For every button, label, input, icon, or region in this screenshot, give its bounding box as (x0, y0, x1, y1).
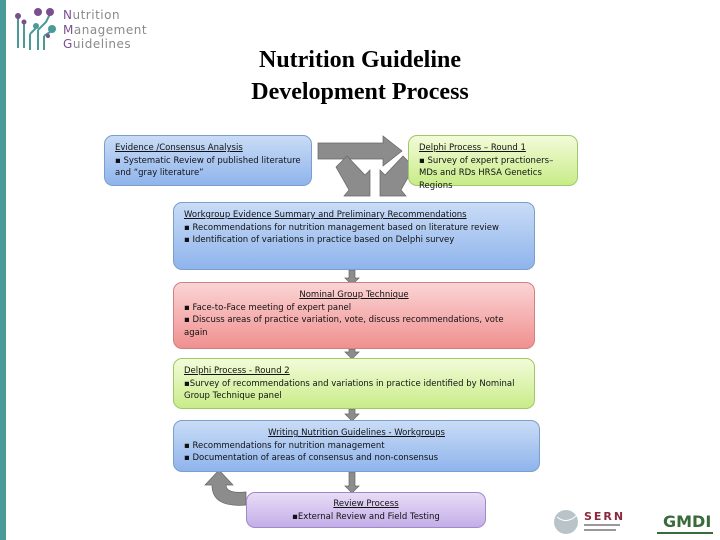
box-item: ▪External Review and Field Testing (292, 511, 440, 522)
arrow-right (317, 135, 403, 167)
svg-text:SERN: SERN (584, 510, 623, 523)
box-item: ▪ Identification of variations in practi… (184, 235, 455, 245)
box-workgroup-summary: Workgroup Evidence Summary and Prelimina… (173, 202, 535, 270)
box-delphi-round-2: Delphi Process - Round 2 ▪Survey of reco… (173, 358, 535, 409)
box-item: ▪ Discuss areas of practice variation, v… (184, 315, 504, 338)
arrow-down (344, 269, 360, 286)
arrow-down (344, 408, 360, 422)
box-writing-guidelines: Writing Nutrition Guidelines - Workgroup… (173, 420, 540, 472)
box-heading: Delphi Process – Round 1 (419, 143, 526, 153)
logo-text: Nutrition Management Guidelines (63, 8, 148, 51)
arrow-curved-return (204, 469, 247, 506)
box-heading: Delphi Process - Round 2 (184, 366, 290, 376)
box-heading: Workgroup Evidence Summary and Prelimina… (184, 210, 467, 220)
box-item: ▪ Documentation of areas of consensus an… (184, 453, 439, 463)
arrow-down-right (335, 155, 371, 197)
box-heading: Evidence /Consensus Analysis (115, 143, 243, 153)
arrow-down (344, 471, 360, 494)
box-item: ▪ Survey of expert practioners– MDs and … (419, 155, 554, 191)
box-item: ▪ Systematic Review of published literat… (115, 155, 301, 179)
arrow-down (344, 348, 360, 360)
box-delphi-round-1: Delphi Process – Round 1 ▪ Survey of exp… (408, 135, 578, 191)
box-heading: Review Process (333, 499, 399, 509)
svg-text:GMDI: GMDI (663, 512, 711, 531)
accent-bar (0, 0, 6, 540)
box-item: ▪ Recommendations for nutrition manageme… (184, 222, 499, 233)
gmdi-logo: GMDI (657, 512, 713, 534)
sern-logo: SERN (554, 510, 623, 534)
logo-icon (15, 8, 56, 50)
box-nominal-group: Nominal Group Technique ▪ Face-to-Face m… (173, 282, 535, 349)
box-review-process: Review Process ▪External Review and Fiel… (246, 492, 486, 528)
box-item: ▪ Face-to-Face meeting of expert panel (184, 302, 352, 313)
box-heading: Writing Nutrition Guidelines - Workgroup… (268, 428, 445, 438)
arrow-down-left (379, 155, 415, 197)
box-item: ▪ Recommendations for nutrition manageme… (184, 440, 385, 451)
box-evidence-analysis: Evidence /Consensus Analysis ▪ Systemati… (104, 135, 312, 186)
box-heading: Nominal Group Technique (299, 290, 409, 300)
box-item: ▪Survey of recommendations and variation… (184, 378, 515, 402)
